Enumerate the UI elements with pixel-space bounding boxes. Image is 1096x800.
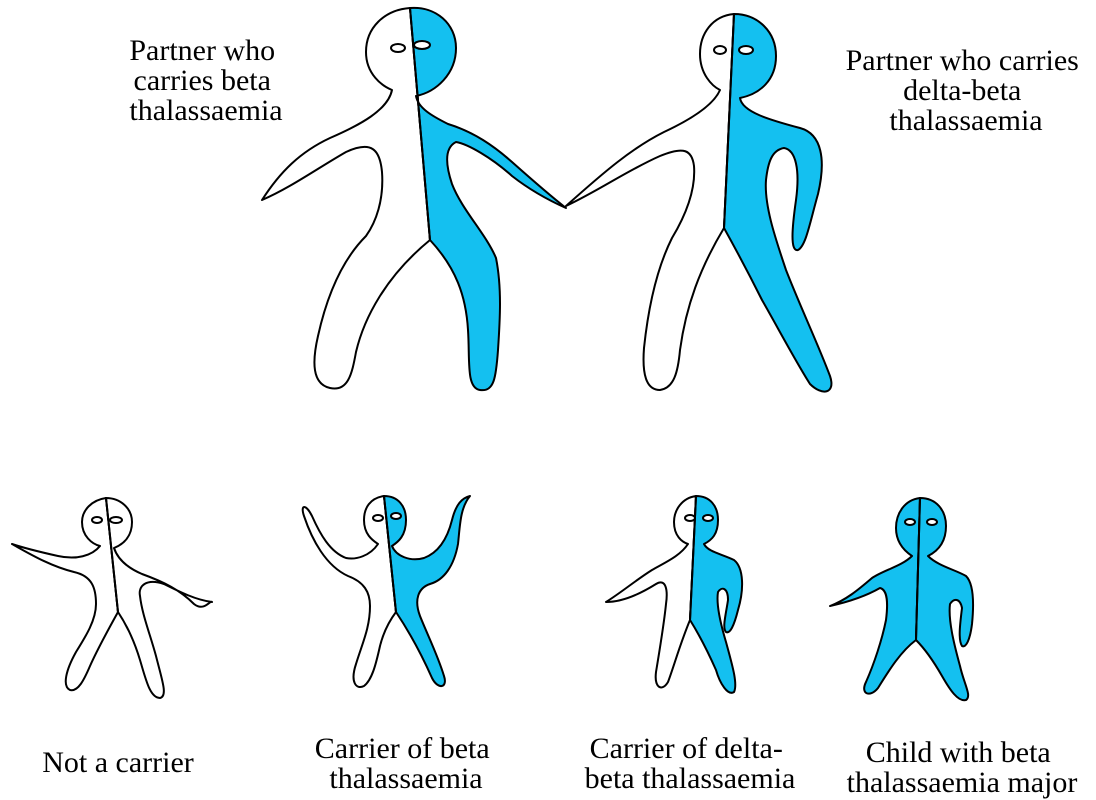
child-3-figure [606, 496, 742, 693]
parent-left-label-line: carries beta [134, 64, 271, 97]
child-4-label-line: Child with beta [866, 736, 1051, 769]
parent-right-affected-half [724, 14, 831, 392]
parent-left-unaffected-half [262, 8, 430, 389]
child-4-eye-right [927, 519, 937, 525]
child-1-right-half [106, 498, 212, 698]
child-3-eye-right [703, 515, 713, 521]
parent-left-label: Partner who carries beta thalassaemia [129, 34, 282, 127]
parent-left-affected-half [410, 8, 566, 390]
child-3-eye-left [685, 515, 695, 521]
child-4-figure [830, 498, 973, 700]
parent-left-label-line: Partner who [129, 34, 275, 67]
child-4-label-line: thalassaemia major [847, 766, 1078, 799]
child-3-left-half [606, 496, 696, 687]
child-2-figure [303, 496, 470, 687]
child-2-label-line: Carrier of beta [315, 732, 490, 765]
child-4-eye-left [905, 519, 915, 525]
parent-right-label: Partner who carries delta-beta thalassae… [846, 44, 1087, 137]
parent-right-label-line: Partner who carries [846, 44, 1079, 77]
parent-left-figure [262, 8, 566, 390]
child-1-eye-right [110, 517, 122, 523]
parent-right-eye-left [714, 46, 726, 54]
child-4-label: Child with beta thalassaemia major [847, 736, 1078, 799]
parent-left-eye-left [391, 44, 405, 52]
child-1-label-line: Not a carrier [42, 746, 194, 779]
child-3-right-half [690, 496, 742, 693]
child-4-right-half [916, 498, 973, 700]
child-2-eye-right [391, 513, 401, 519]
child-3-label-line: Carrier of delta- [590, 732, 783, 765]
child-4-left-half [830, 498, 920, 694]
child-2-label-line: thalassaemia [329, 762, 482, 795]
parent-right-label-line: delta-beta [903, 74, 1021, 107]
parent-right-unaffected-half [566, 14, 734, 390]
parent-right-label-line: thalassaemia [889, 104, 1042, 137]
parent-left-eye-right [414, 41, 430, 49]
child-1-label: Not a carrier [42, 746, 194, 779]
child-2-eye-left [373, 515, 383, 521]
child-3-label-line: beta thalassaemia [585, 762, 796, 795]
parent-right-figure [566, 14, 831, 392]
child-1-eye-left [92, 517, 102, 523]
parent-left-label-line: thalassaemia [129, 94, 282, 127]
child-3-label: Carrier of delta- beta thalassaemia [585, 732, 796, 795]
child-1-figure [12, 498, 212, 698]
child-2-left-half [303, 496, 396, 687]
parent-right-eye-right [739, 46, 753, 54]
child-1-left-half [12, 498, 118, 690]
child-2-right-half [384, 496, 470, 686]
child-2-label: Carrier of beta thalassaemia [315, 732, 497, 795]
